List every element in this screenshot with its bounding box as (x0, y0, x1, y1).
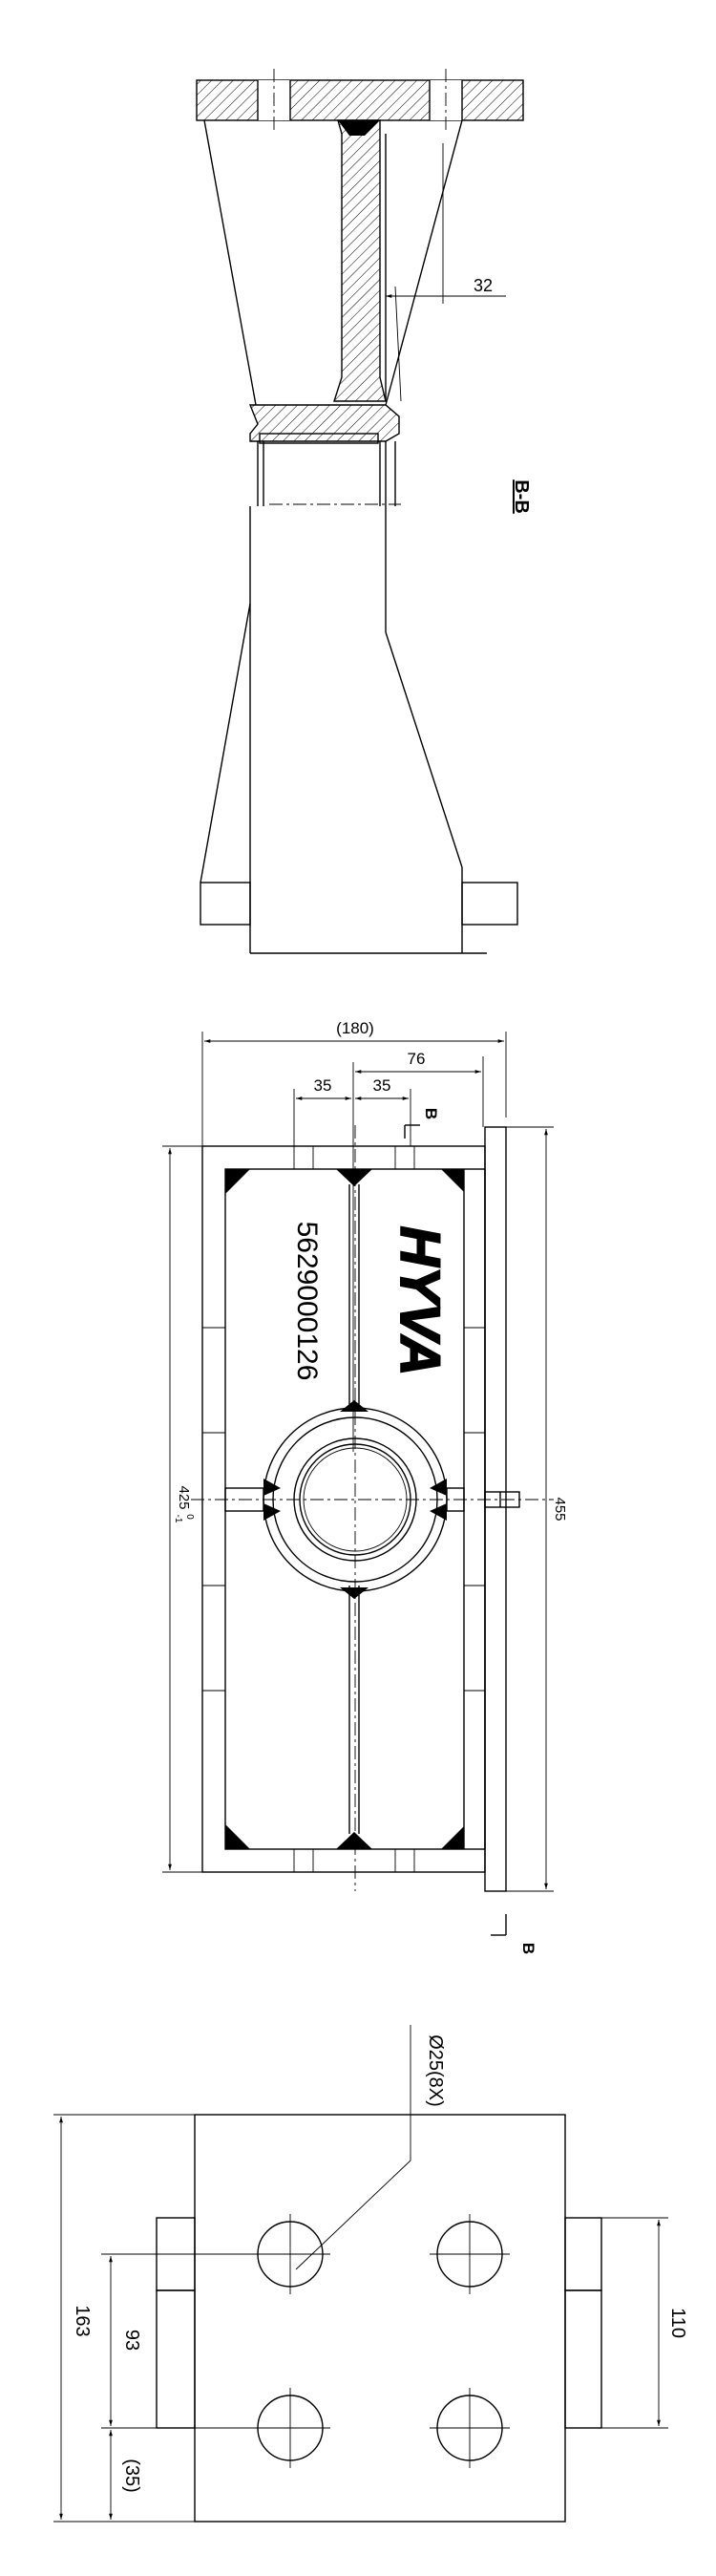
part-number: 5629000126 (291, 1222, 323, 1381)
dim-32-label: 32 (474, 276, 493, 295)
section-label-b-b: B-B (511, 479, 532, 514)
dim-455-label: 455 (552, 1497, 568, 1521)
flange-plate (194, 2114, 566, 2523)
ring-block-section (248, 404, 400, 442)
dim-425-label: 425 (176, 1485, 192, 1509)
dim-35-flange-label: (35) (121, 2459, 142, 2493)
dim-35-right-label: 35 (373, 1076, 391, 1095)
side-plate (484, 1126, 507, 1892)
bolt-hole-3 (250, 2388, 330, 2468)
bolt-hole-1 (250, 2214, 330, 2294)
center-bore (191, 1407, 554, 1592)
section-view-b-b: 32 B-B (196, 69, 532, 954)
dim-425-tol-lower: -1 (173, 1515, 183, 1523)
dim-76-label: 76 (408, 1050, 426, 1068)
cut-label-bottom: B (519, 1943, 537, 1954)
dim-163-label: 163 (72, 2305, 93, 2336)
dim-425-tol-upper: 0 (184, 1514, 195, 1520)
hole-note: Ø25(8X) (425, 2034, 446, 2107)
logo-text: HYVA (389, 1226, 451, 1376)
bolt-hole-2 (430, 2214, 510, 2294)
flange-view: Ø25(8X) 163 93 (35) 110 (53, 2025, 688, 2523)
dim-110-label: 110 (667, 2308, 688, 2338)
top-flange-plate (196, 79, 524, 121)
top-view: (180) 76 35 35 B (162, 1019, 568, 1954)
dim-93-label: 93 (121, 2330, 142, 2351)
dim-180-label: (180) (336, 1019, 374, 1037)
web-section (333, 119, 387, 402)
cut-label-top: B (422, 1108, 440, 1119)
bolt-hole-4 (430, 2388, 510, 2468)
dim-35-left-label: 35 (314, 1076, 332, 1095)
